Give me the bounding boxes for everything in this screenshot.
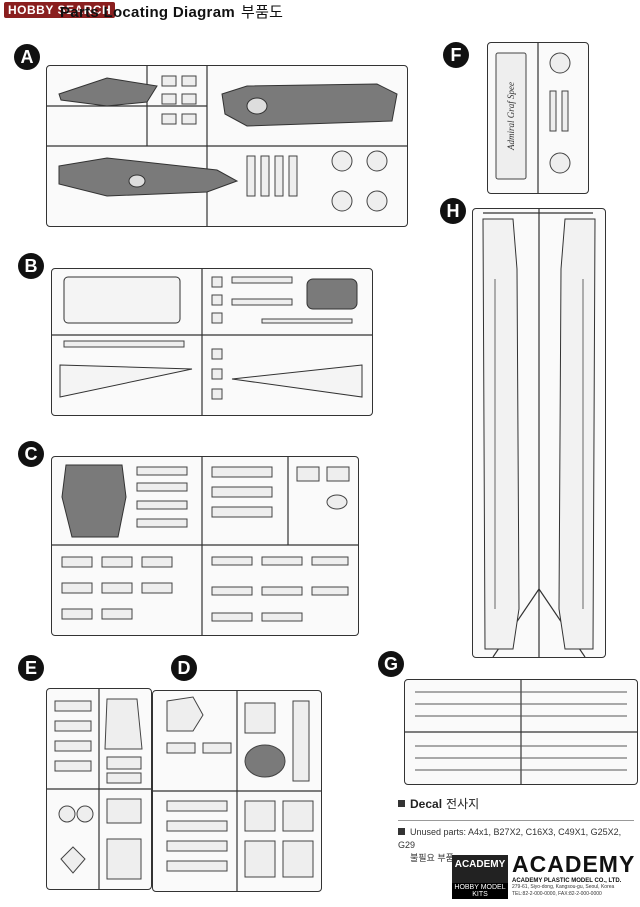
sprue-f-drawing: [495, 43, 571, 193]
sprue-b-drawing: [52, 269, 372, 415]
page-title: Parts Locating Diagram 부품도: [60, 1, 283, 22]
page-header: HOBBY SEARCH Parts Locating Diagram 부품도: [0, 0, 640, 22]
decal-label: Decal: [410, 797, 443, 811]
sprue-a: [46, 65, 408, 227]
academy-box-logo: ACADEMY HOBBY MODEL KITS: [452, 855, 508, 899]
sprue-letter-b: B: [18, 253, 44, 279]
site-logo: HOBBY SEARCH: [4, 2, 116, 18]
company-phone: TEL:82-2-000-0000, FAX:82-2-000-0000: [512, 891, 602, 897]
sprue-d-drawing: [153, 691, 321, 891]
unused-parts-label: Unused parts: [410, 827, 464, 837]
sprue-d: [152, 690, 322, 892]
title-english: Parts Locating Diagram: [60, 4, 235, 21]
sprue-c-drawing: [52, 457, 358, 635]
sprue-e-drawing: [47, 689, 151, 889]
unused-parts-korean: 불필요 부품: [410, 853, 454, 863]
unused-square-icon: [398, 828, 405, 835]
sprue-letter-f: F: [443, 42, 469, 68]
title-korean: 부품도: [240, 4, 284, 21]
unused-parts-list: : A4x1, B27X2, C16X3, C49X1, G25X2, G29: [398, 827, 622, 850]
company-address: 279-61, Siyo-dong, Kangsou-gu, Seoul, Ko…: [512, 884, 615, 890]
sprue-h: [472, 208, 606, 658]
sprue-a-drawing: [47, 66, 407, 226]
decal-label-korean: 전사지: [446, 797, 480, 811]
sprue-h-drawing: [482, 209, 596, 657]
academy-brand: ACADEMY ACADEMY PLASTIC MODEL CO., LTD. …: [512, 853, 636, 898]
sprue-e: [46, 688, 152, 890]
sprue-g: [404, 679, 638, 785]
sprue-letter-e: E: [18, 655, 44, 681]
decal-square-icon: [398, 800, 405, 807]
company-name: ACADEMY PLASTIC MODEL CO., LTD.: [512, 878, 622, 884]
unused-parts-note: Unused parts: A4x1, B27X2, C16X3, C49X1,…: [398, 820, 634, 865]
academy-wordmark: ACADEMY: [512, 851, 636, 877]
sprue-g-drawing: [405, 680, 637, 784]
sprue-b: [51, 268, 373, 416]
sprue-letter-c: C: [18, 441, 44, 467]
sprue-letter-g: G: [378, 651, 404, 677]
sprue-letter-a: A: [14, 44, 40, 70]
box-logo-subtitle: HOBBY MODEL KITS: [452, 883, 508, 899]
nameplate-text: Admiral Graf Spee: [506, 82, 516, 150]
sprue-c: [51, 456, 359, 636]
sprue-f: Admiral Graf Spee: [487, 42, 589, 194]
sprue-letter-d: D: [171, 655, 197, 681]
sprue-letter-h: H: [440, 198, 466, 224]
box-logo-title: ACADEMY: [454, 859, 506, 870]
